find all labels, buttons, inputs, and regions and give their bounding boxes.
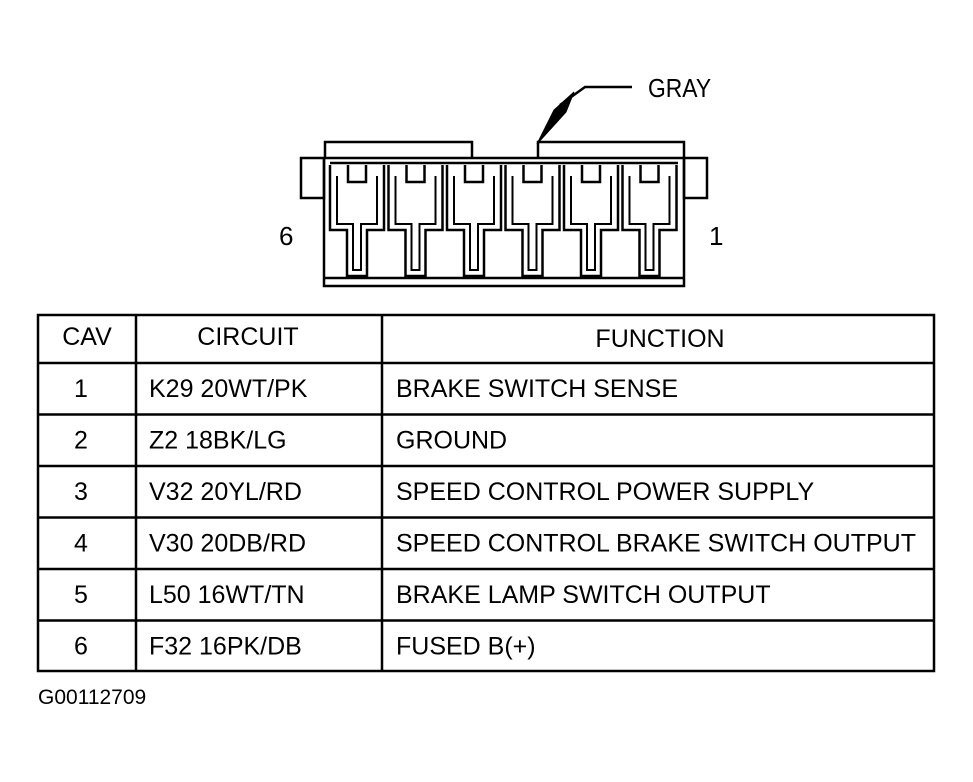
cavity-notch [639,165,660,184]
connector-cavity [504,165,561,278]
gray-pointer [536,85,632,145]
table-body: 1 K29 20WT/PK BRAKE SWITCH SENSE 2 Z2 18BK/L… [74,375,916,661]
connector-cavity [562,165,620,278]
connector-cavity [445,165,503,278]
cavity-notch [346,165,368,184]
cavity-notch [405,165,426,184]
cell-function: BRAKE SWITCH SENSE [396,375,678,403]
cell-cav: 2 [74,427,88,455]
cavity-terminal [511,176,554,271]
cavity-outline [387,165,444,278]
table-row: 1 K29 20WT/PK BRAKE SWITCH SENSE [74,375,678,403]
header-function: FUNCTION [595,325,724,353]
cell-circuit: Z2 18BK/LG [149,427,287,455]
cavity-notch [580,165,602,184]
cell-function: GROUND [396,427,507,455]
cell-circuit: V32 20YL/RD [149,478,302,506]
connector-cavities [328,165,678,278]
cell-function: SPEED CONTROL BRAKE SWITCH OUTPUT [396,530,916,558]
cell-function: BRAKE LAMP SWITCH OUTPUT [396,581,771,609]
cavity-outline [328,165,386,278]
connector-right-latch [682,156,709,200]
cell-cav: 6 [74,633,88,661]
table-row: 3 V32 20YL/RD SPEED CONTROL POWER SUPPLY [74,478,814,506]
figure-id: G00112709 [38,686,146,709]
header-cav: CAV [62,323,112,351]
connector-cavity [387,165,444,278]
cavity-notch [463,165,485,184]
cell-function: SPEED CONTROL POWER SUPPLY [396,478,814,506]
cell-circuit: L50 16WT/TN [149,581,305,609]
table-row-dividers [38,361,934,622]
connector-cavity [621,165,678,278]
table-header-row: CAV CIRCUIT FUNCTION [62,323,724,353]
cavity-terminal [628,176,671,271]
table-row: 2 Z2 18BK/LG GROUND [74,427,507,455]
connector-cavity [328,165,386,278]
table-border [36,313,936,673]
cavity-6-side-label: 6 [279,221,293,251]
cavity-terminal [570,176,612,271]
cell-circuit: K29 20WT/PK [149,375,308,403]
cavity-outline [445,165,503,278]
connector-top-ridge-left [323,140,474,158]
connector-left-latch [299,156,326,200]
header-circuit: CIRCUIT [197,323,298,351]
connector-top-ridge-right [536,140,686,158]
cell-circuit: F32 16PK/DB [149,633,302,661]
cavity-outline [562,165,620,278]
cavity-terminal [453,176,495,271]
table-row: 6 F32 16PK/DB FUSED B(+) [74,633,536,661]
table-row: 4 V30 20DB/RD SPEED CONTROL BRAKE SWITCH O… [74,530,916,558]
cell-function: FUSED B(+) [396,633,536,661]
cell-cav: 3 [74,478,88,506]
cavity-terminal [394,176,437,271]
table-row: 5 L50 16WT/TN BRAKE LAMP SWITCH OUTPUT [74,581,771,609]
cavity-terminal [336,176,378,271]
cell-cav: 5 [74,581,88,609]
cavity-outline [504,165,561,278]
cavity-1-side-label: 1 [709,221,723,251]
connector-color-label: GRAY [648,75,711,104]
cavity-notch [522,165,543,184]
gray-pointer-arrowhead [536,91,575,145]
cell-circuit: V30 20DB/RD [149,530,306,558]
connector-body [322,156,686,288]
cavity-outline [621,165,678,278]
pinout-table: CAV CIRCUIT FUNCTION 1 K29 20WT/PK BRAKE S… [36,313,936,673]
cell-cav: 4 [74,530,88,558]
connector-drawing [299,140,709,288]
cell-cav: 1 [74,375,88,403]
